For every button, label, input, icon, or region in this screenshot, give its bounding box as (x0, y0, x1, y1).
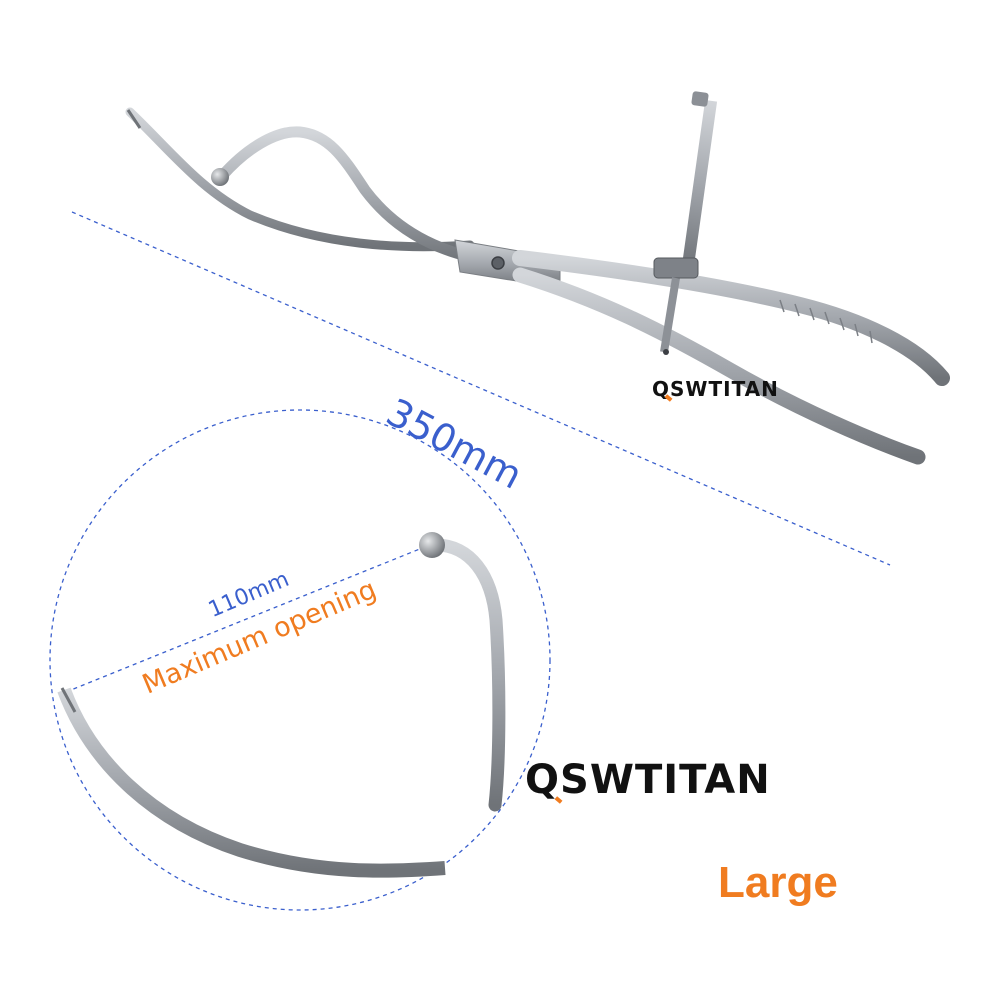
detail-ball-tip (419, 532, 445, 558)
detail-circle (49, 409, 551, 911)
detail-ball-arm (429, 538, 506, 812)
ratchet-nut (653, 257, 699, 279)
brand-first-letter: Q (652, 377, 671, 401)
ratchet-arm (660, 277, 680, 353)
ball-jaw (216, 126, 506, 268)
brand-rest: SWTITAN (670, 377, 779, 401)
ratchet-screw-head (691, 91, 709, 107)
brand-first-letter: Q (525, 757, 561, 803)
pointed-jaw (125, 107, 475, 252)
jaw-detail (57, 532, 506, 878)
hinge-screw (491, 256, 505, 270)
lower-handle (512, 267, 926, 465)
ball-tip (211, 168, 229, 186)
brand-logo-small: QSWTITAN (652, 377, 779, 401)
size-label: Large (718, 858, 838, 907)
opening-dimension-line (65, 543, 433, 693)
ratchet-screw (681, 99, 718, 268)
upper-handle (512, 250, 950, 386)
brand-rest: SWTITAN (560, 757, 771, 803)
detail-pointed-arm (57, 687, 446, 878)
handle-serrations (779, 299, 873, 344)
reduction-forceps (125, 91, 950, 465)
brand-logo-large: QSWTITAN (525, 757, 771, 803)
